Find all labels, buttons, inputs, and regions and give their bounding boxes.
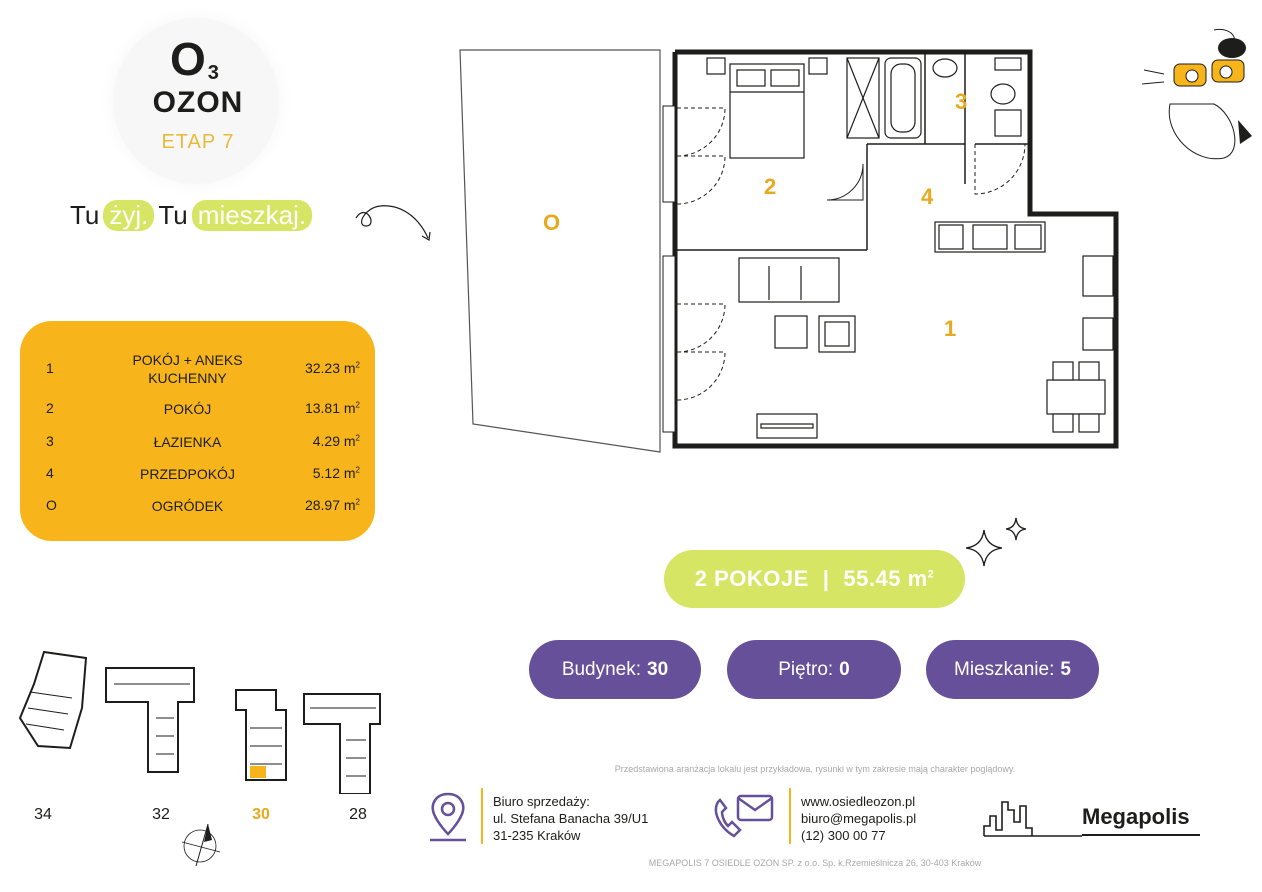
apartment-summary: 2 POKOJE | 55.45 m2 <box>664 550 965 608</box>
building-badge: Budynek:30 <box>529 640 701 699</box>
flat-badge: Mieszkanie:5 <box>926 640 1099 699</box>
building-34 <box>18 650 88 750</box>
compass-icon <box>181 823 221 867</box>
plan-label-room-4: 4 <box>921 184 934 209</box>
plan-label-room-3: 3 <box>955 89 968 114</box>
plan-label-room-2: 2 <box>764 174 777 199</box>
building-32 <box>105 667 195 773</box>
developer-logo: Megapolis <box>1082 804 1190 829</box>
contact-info: www.osiedleozon.pl biuro@megapolis.pl (1… <box>801 793 916 844</box>
phone-mail-icon <box>714 794 774 838</box>
curly-arrow-icon <box>355 205 431 241</box>
disclaimer: Przedstawiona aranżacja lokalu jest przy… <box>614 764 1016 774</box>
bed <box>706 57 828 159</box>
binoculars-illustration-icon <box>1141 28 1252 160</box>
email-link[interactable]: biuro@megapolis.pl <box>801 811 917 826</box>
dining-set <box>1046 361 1106 433</box>
logo-badge <box>113 18 279 184</box>
building-label-28: 28 <box>349 806 367 823</box>
site-map <box>18 650 381 794</box>
logo-stage: ETAP 7 <box>161 131 235 153</box>
room-table: 1 POKÓJ + ANEKS KUCHENNY 32.23 m2 2 POKÓ… <box>20 321 375 541</box>
sparkle-icon <box>965 517 1027 567</box>
total-area: 55.45 m2 <box>843 566 935 591</box>
building-label-32: 32 <box>152 806 170 823</box>
divider <box>789 788 791 844</box>
floor-badge: Piętro:0 <box>727 640 901 699</box>
logo-name: OZON <box>152 86 244 119</box>
slogan-word: Tu <box>158 200 188 230</box>
megapolis-skyline-icon <box>983 801 1082 837</box>
outer-walls <box>672 49 1119 449</box>
website-link[interactable]: www.osiedleozon.pl <box>801 794 916 809</box>
slogan-highlight: mieszkaj. <box>191 200 313 231</box>
slogan: Tu żyj. Tu mieszkaj. <box>70 200 313 231</box>
plan-label-room-1: 1 <box>944 316 957 341</box>
location-pin-icon <box>430 792 466 842</box>
divider <box>481 788 483 844</box>
floor-plan <box>459 49 1119 453</box>
building-30 <box>235 689 287 781</box>
legal-footer: MEGAPOLIS 7 OSIEDLE OZON SP. z o.o. Sp. … <box>648 858 982 868</box>
phone-number[interactable]: (12) 300 00 77 <box>801 828 886 843</box>
selected-flat-marker <box>250 766 266 778</box>
windows <box>662 105 676 433</box>
plan-label-garden: O <box>543 210 561 235</box>
building-28 <box>303 693 381 794</box>
rooms-count: 2 POKOJE <box>694 566 809 591</box>
garden-outline <box>459 49 661 453</box>
slogan-word: Tu <box>70 200 100 230</box>
inner-walls <box>675 52 1031 251</box>
developer-underline <box>1082 834 1200 836</box>
building-label-34: 34 <box>34 806 52 823</box>
slogan-highlight: żyj. <box>103 200 155 231</box>
kitchen-counter <box>934 221 1114 351</box>
doors <box>676 107 1026 401</box>
building-label-30: 30 <box>252 806 270 823</box>
living-furniture <box>738 257 856 439</box>
bathroom-fixtures <box>846 57 1022 139</box>
sales-office: Biuro sprzedaży: ul. Stefana Banacha 39/… <box>493 794 649 843</box>
